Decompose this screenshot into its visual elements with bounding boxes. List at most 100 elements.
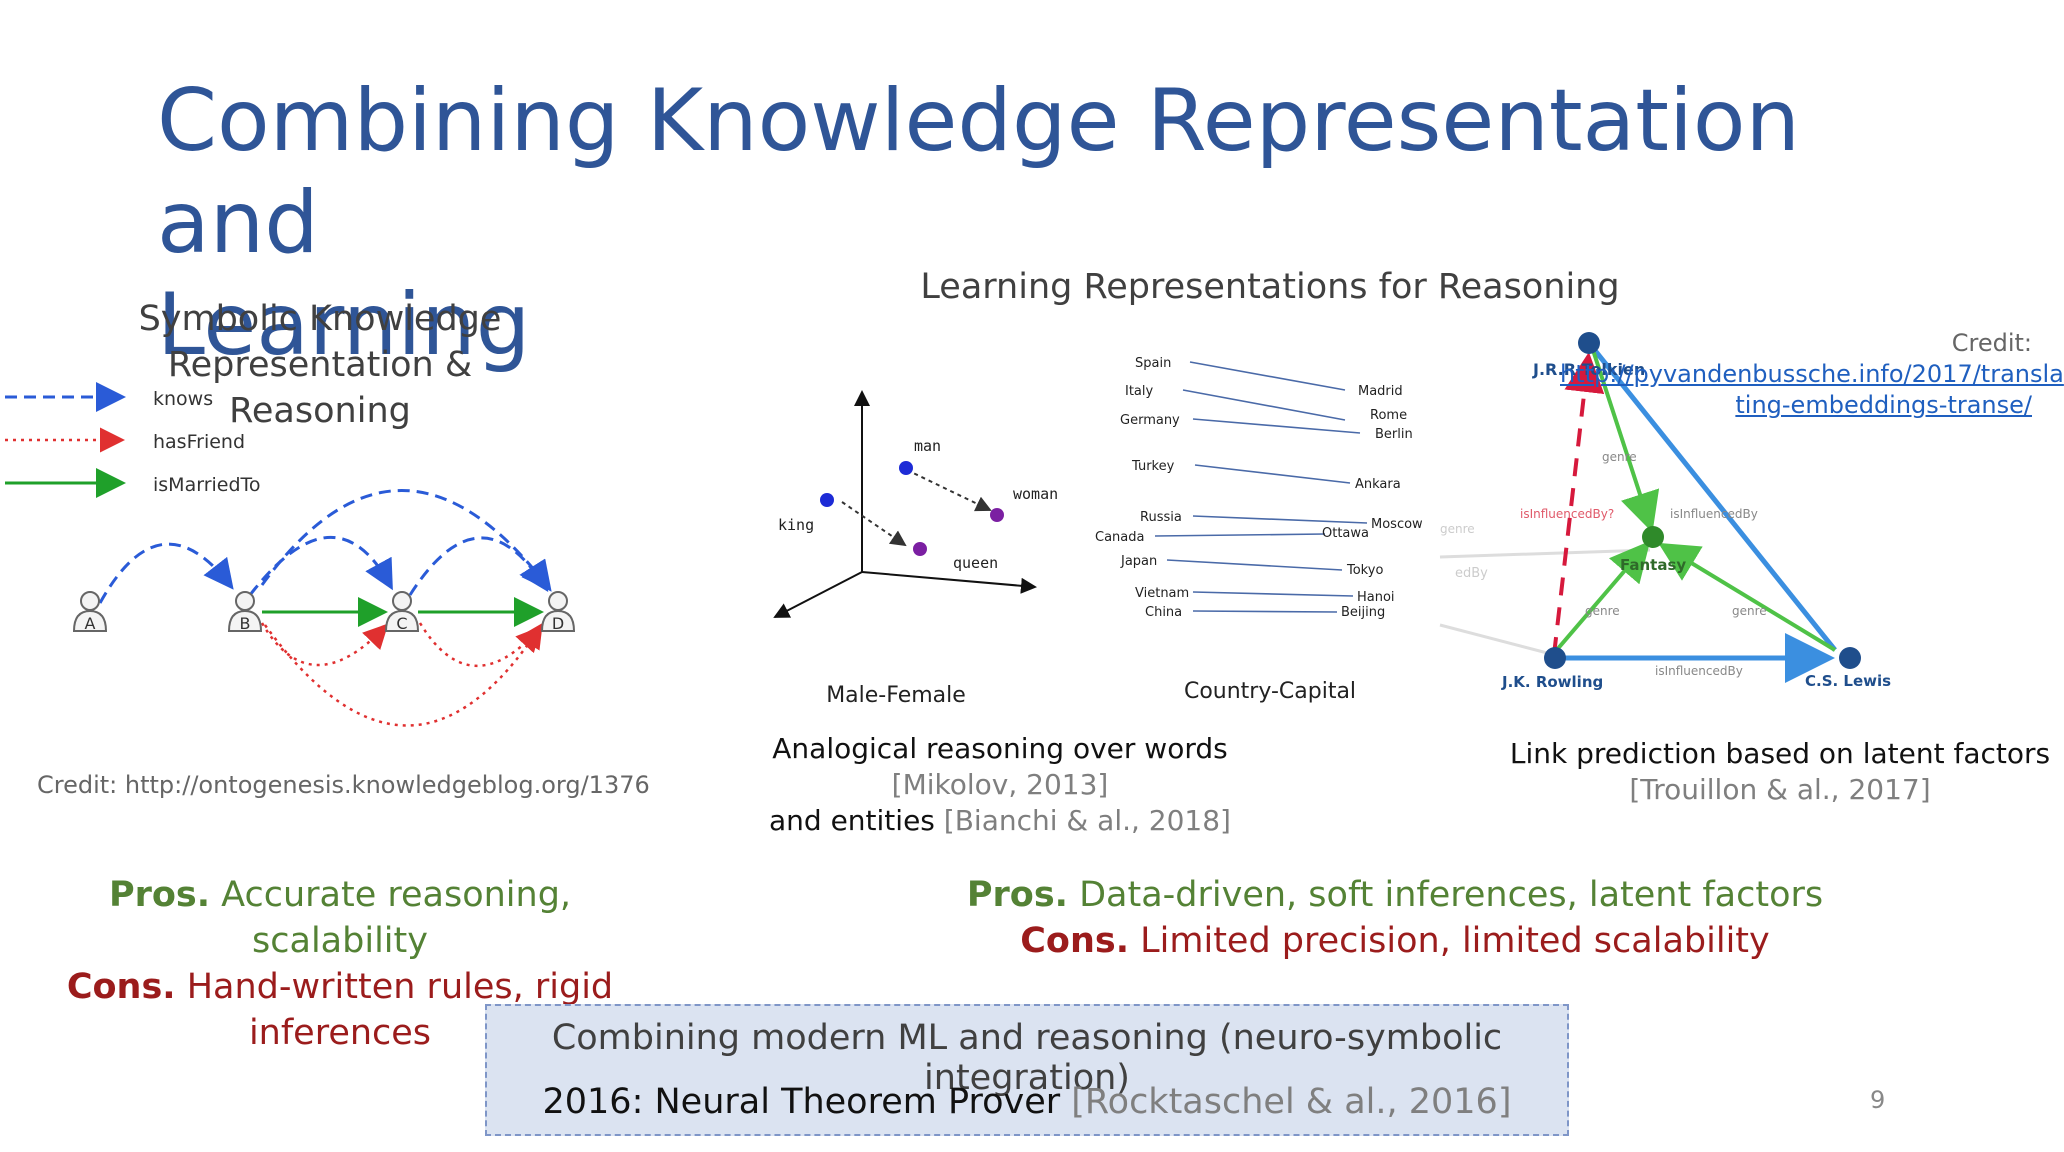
capital-hanoi: Hanoi <box>1357 590 1395 605</box>
analogical-caption-line1: Analogical reasoning over words <box>772 732 1228 765</box>
male-female-plot: king man woman queen Male-Female <box>773 390 1058 708</box>
country-capital-links <box>1154 361 1368 613</box>
node-fantasy <box>1642 526 1664 548</box>
point-man <box>899 461 913 475</box>
left-cons-label: Cons. <box>66 967 176 1007</box>
country-capital-label: Country-Capital <box>1184 679 1356 704</box>
male-female-label: Male-Female <box>826 683 966 708</box>
symbolic-knowledge-graph: knows hasFriend isMarriedTo A B C D <box>5 382 575 727</box>
analogical-caption: Analogical reasoning over words [Mikolov… <box>730 731 1270 839</box>
capital-madrid: Madrid <box>1358 384 1403 399</box>
neural-theorem-prover-text: 2016: Neural Theorem Prover <box>542 1082 1061 1122</box>
right-cons-text: Limited precision, limited scalability <box>1129 921 1770 961</box>
credit-link-line1: http://pyvandenbussche.info/2017/transla <box>1560 360 2064 388</box>
capital-beijing: Beijing <box>1341 605 1385 620</box>
capital-berlin: Berlin <box>1375 427 1413 442</box>
axis-depth <box>773 571 863 618</box>
label-king: king <box>778 516 814 534</box>
link-prediction-cite: [Trouillon & al., 2017] <box>1629 773 1931 806</box>
capital-ankara: Ankara <box>1355 477 1401 492</box>
legend-ismarriedto-label: isMarriedTo <box>153 474 261 496</box>
symbolic-kr-heading: Symbolic Knowledge Representation & Reas… <box>10 296 630 434</box>
right-pros-cons: Pros. Data-driven, soft inferences, late… <box>950 872 1840 964</box>
symbolic-kr-heading-line1: Symbolic Knowledge Representation & <box>138 299 502 385</box>
analogical-caption-line2: and entities <box>769 804 935 837</box>
node-tolkien <box>1578 332 1600 354</box>
vector-man-woman <box>906 469 992 512</box>
point-queen <box>913 542 927 556</box>
edge-hasfriend-c-d <box>418 622 542 667</box>
edge-hasfriend-b-d <box>263 622 543 727</box>
label-isinfluencedby-predicted: isInfluencedBy? <box>1520 507 1614 521</box>
country-capital-plot: Spain Italy Germany Turkey Russia Canada… <box>1095 356 1423 704</box>
right-pros-label: Pros. <box>966 875 1068 915</box>
node-tolkien-label: J.R.R Tolkien <box>1532 360 1645 379</box>
node-c-label: C <box>396 614 407 633</box>
legend-knows-label: knows <box>153 388 213 410</box>
link-prediction-caption: Link prediction based on latent factors … <box>1500 736 2060 808</box>
country-russia: Russia <box>1140 510 1182 525</box>
right-credit-label: Credit: <box>1951 329 2032 357</box>
label-genre-3: genre <box>1732 604 1767 618</box>
edge-hasfriend-b-c <box>260 622 389 667</box>
neuro-symbolic-box: Combining modern ML and reasoning (neuro… <box>485 1004 1569 1136</box>
neural-theorem-prover-line: 2016: Neural Theorem Prover [Rocktaschel… <box>487 1082 1567 1122</box>
edge-tolkien-lewis <box>1587 341 1837 652</box>
country-vietnam: Vietnam <box>1135 586 1189 601</box>
node-d: D <box>541 591 575 633</box>
label-genre-1: genre <box>1602 450 1637 464</box>
link-prediction-caption-line1: Link prediction based on latent factors <box>1509 737 2051 770</box>
page-number: 9 <box>1870 1086 1886 1114</box>
faded-edge-2 <box>1439 623 1556 657</box>
node-rowling-label: J.K. Rowling <box>1501 673 1603 691</box>
legend-hasfriend-label: hasFriend <box>153 431 245 453</box>
capital-moscow: Moscow <box>1371 517 1423 532</box>
slide-title-line1: Combining Knowledge Representation and <box>157 71 1800 273</box>
capital-tokyo: Tokyo <box>1346 563 1383 578</box>
right-credit: Credit: http://pyvandenbussche.info/2017… <box>1560 328 2064 421</box>
right-cons-label: Cons. <box>1020 921 1130 961</box>
axis-horizontal <box>861 571 1037 594</box>
edge-rowling-tolkien-predicted <box>1552 352 1605 656</box>
label-man: man <box>914 437 941 455</box>
label-queen: queen <box>953 554 998 572</box>
link-prediction-graph: edBy J.R.R Tolkien Fantasy J.K. Rowling … <box>1439 332 1891 691</box>
slide-title-line2: Learning <box>157 275 531 375</box>
country-spain: Spain <box>1135 356 1171 371</box>
analogical-cite-2: [Bianchi & al., 2018] <box>934 804 1231 837</box>
label-woman: woman <box>1013 485 1058 503</box>
credit-link[interactable]: http://pyvandenbussche.info/2017/transla… <box>1560 360 2064 419</box>
country-germany: Germany <box>1120 413 1180 428</box>
country-italy: Italy <box>1125 384 1154 399</box>
label-isinfluencedby-1: isInfluencedBy <box>1670 507 1758 521</box>
node-b: B <box>228 591 262 633</box>
country-china: China <box>1145 605 1182 620</box>
left-credit: Credit: http://ontogenesis.knowledgeblog… <box>37 771 650 799</box>
left-pros-cons: Pros. Accurate reasoning, scalability Co… <box>20 872 660 1056</box>
node-c: C <box>385 591 419 633</box>
edge-knows-a-b <box>98 542 234 604</box>
left-cons-text: Hand-written rules, rigid inferences <box>175 967 614 1053</box>
left-pros-text: Accurate reasoning, scalability <box>210 875 572 961</box>
node-a-label: A <box>85 614 96 633</box>
point-woman <box>990 508 1004 522</box>
faded-label-genre: edBy <box>1455 566 1488 581</box>
node-rowling <box>1544 647 1566 669</box>
neural-theorem-prover-cite: [Rocktaschel & al., 2016] <box>1060 1082 1512 1122</box>
label-isinfluencedby-2: isInfluencedBy <box>1655 664 1743 678</box>
country-canada: Canada <box>1095 530 1144 545</box>
node-lewis <box>1839 647 1861 669</box>
point-king <box>820 493 834 507</box>
edge-knows-c-d <box>408 536 549 596</box>
symbolic-kr-heading-line2: Reasoning <box>229 391 411 431</box>
node-d-label: D <box>552 614 564 633</box>
node-fantasy-label: Fantasy <box>1620 556 1686 574</box>
edge-knows-b-d <box>260 489 552 592</box>
capital-ottawa: Ottawa <box>1322 526 1369 541</box>
capital-rome: Rome <box>1370 408 1407 423</box>
faded-label-genre-2: genre <box>1440 522 1475 536</box>
analogical-cite-1: [Mikolov, 2013] <box>891 768 1109 801</box>
label-genre-2: genre <box>1585 604 1620 618</box>
edge-knows-b-c <box>248 535 393 596</box>
left-pros-label: Pros. <box>108 875 211 915</box>
